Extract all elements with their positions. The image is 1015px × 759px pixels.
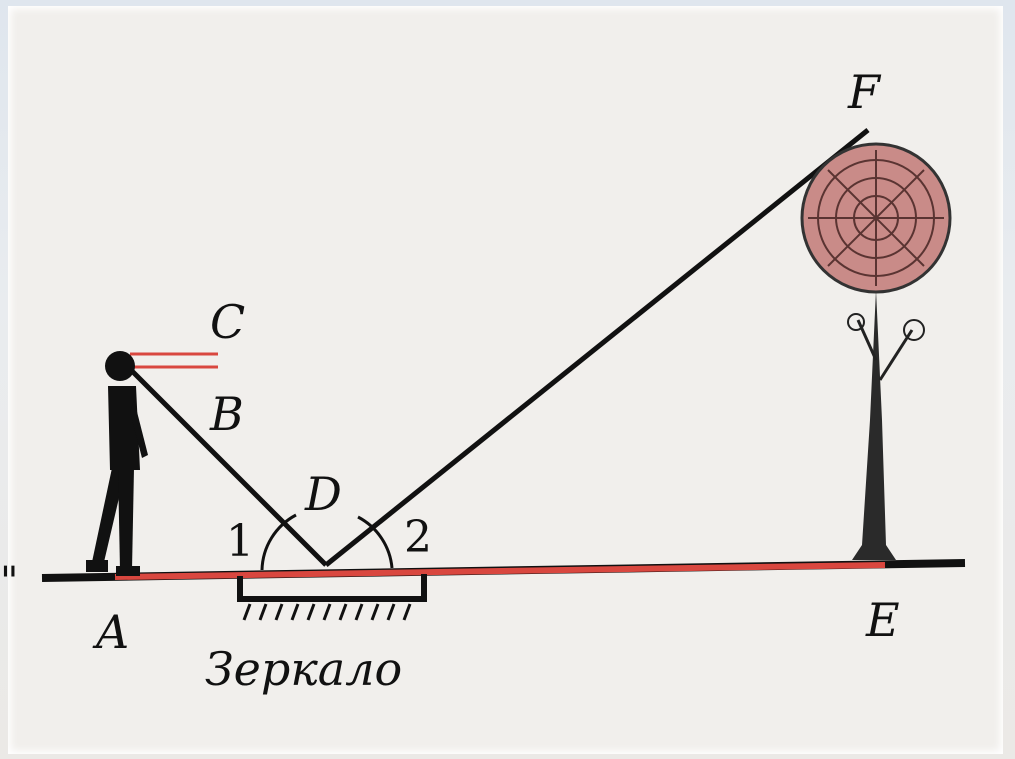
angle-2-arc	[357, 515, 394, 569]
segment-AE-highlight	[114, 562, 886, 580]
label-angle-2: 2	[404, 512, 432, 563]
label-A: A	[92, 605, 129, 659]
mirror-caption: Зеркало	[205, 642, 402, 696]
angle-1-arc	[260, 513, 297, 571]
segment-DF	[324, 128, 870, 567]
mirror-hatching-icon	[237, 574, 427, 621]
label-C: C	[210, 295, 245, 349]
segment-BD	[126, 365, 328, 567]
tree-icon	[800, 142, 952, 560]
paper-background	[8, 6, 1003, 754]
person-silhouette-icon	[86, 351, 148, 576]
label-B: B	[209, 387, 244, 441]
label-angle-1: 1	[226, 516, 254, 567]
label-F: F	[847, 65, 882, 119]
label-D: D	[304, 467, 342, 521]
edge-quote-mark: "	[0, 559, 18, 605]
label-E: E	[865, 593, 900, 647]
